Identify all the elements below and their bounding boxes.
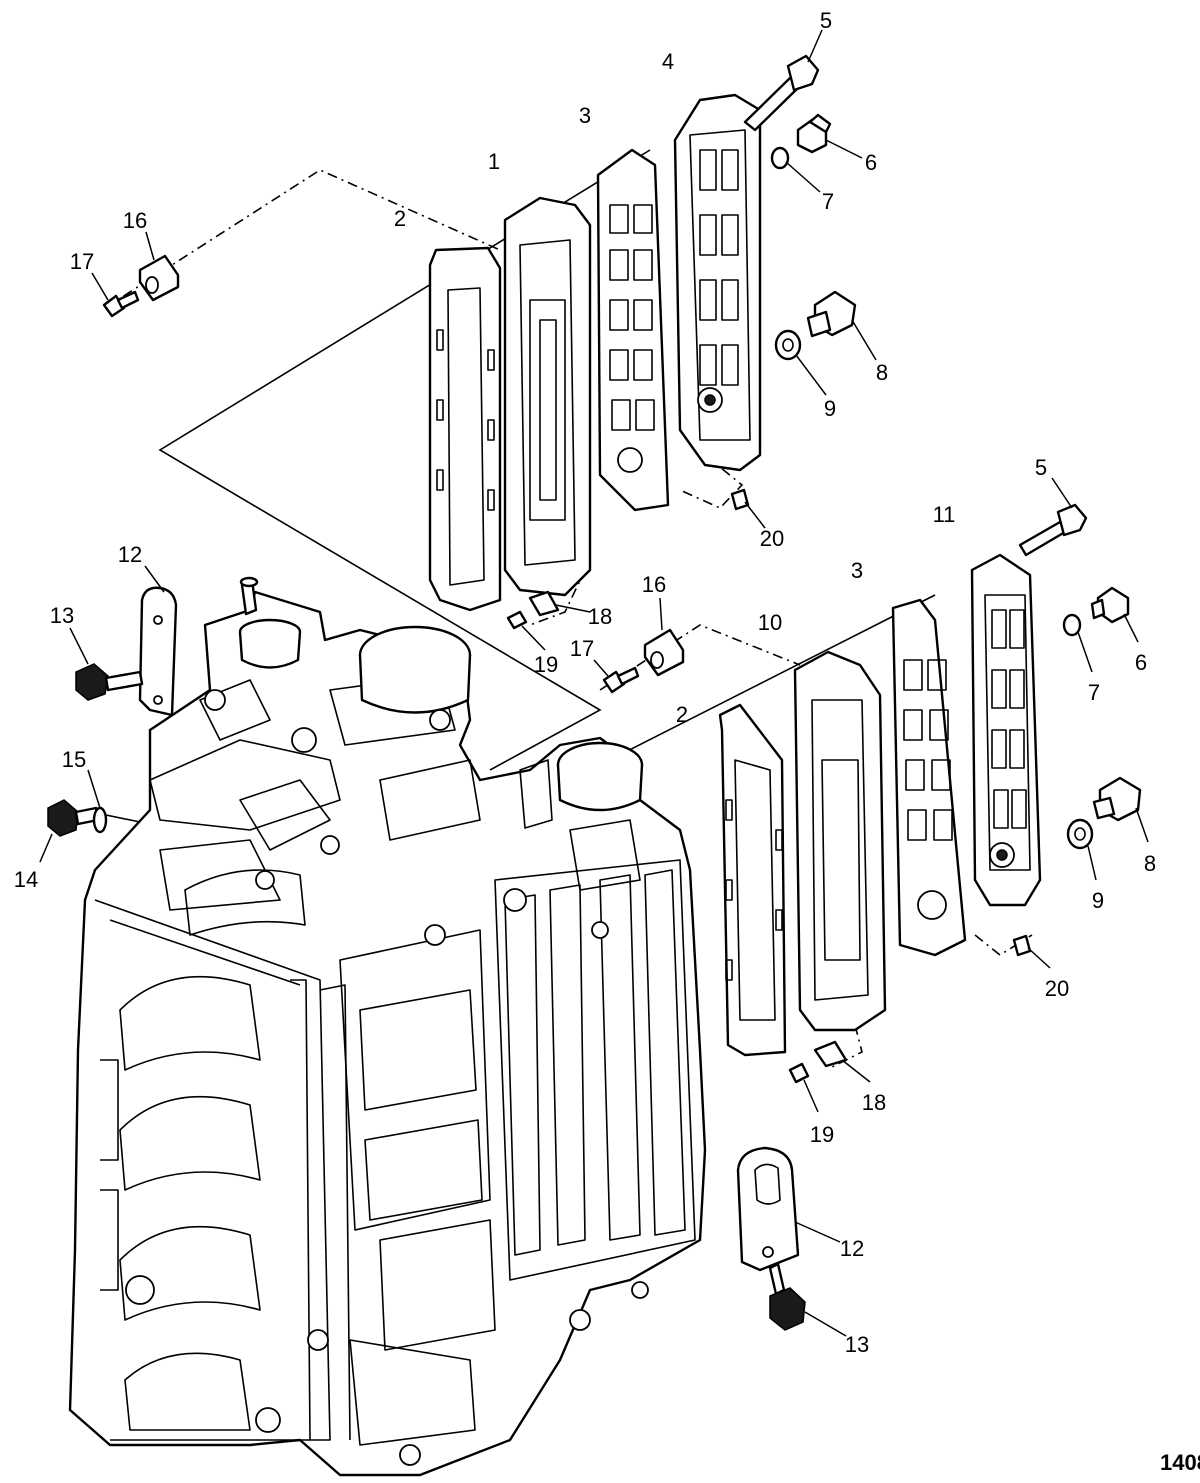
- callout-c15: 15: [62, 747, 86, 772]
- callout-c2a: 2: [394, 206, 406, 231]
- callout-c19b: 19: [810, 1122, 834, 1147]
- screw-17-lower: [593, 659, 640, 694]
- lift-bracket-12-lower: [736, 1146, 841, 1272]
- callout-c16b: 16: [642, 572, 666, 597]
- washer-7-upper: [770, 146, 821, 193]
- callout-c18b: 18: [862, 1090, 886, 1115]
- divider-plate-1: [503, 196, 592, 597]
- exhaust-cover-4: [673, 93, 762, 472]
- callout-c8a: 8: [876, 360, 888, 385]
- callout-c5a: 5: [820, 8, 832, 33]
- callout-c6b: 6: [1135, 650, 1147, 675]
- bolt-14: [39, 799, 100, 863]
- callout-c8b: 8: [1144, 851, 1156, 876]
- callout-c18a: 18: [588, 604, 612, 629]
- dowel-20-lower: [1012, 934, 1051, 969]
- bracket-18-lower: [813, 1040, 871, 1083]
- callout-c2b: 2: [676, 702, 688, 727]
- spacer-16-upper: [138, 231, 180, 302]
- bolt-13-upper: [69, 627, 144, 701]
- callout-c20b: 20: [1045, 976, 1069, 1001]
- callout-c12b: 12: [840, 1236, 864, 1261]
- bolt-13-lower: [768, 1262, 847, 1337]
- screw-19-upper: [506, 610, 546, 651]
- washer-15: [87, 769, 141, 834]
- callout-c10: 10: [758, 610, 782, 635]
- callout-c20a: 20: [760, 526, 784, 551]
- callout-c9b: 9: [1092, 888, 1104, 913]
- callout-c16a: 16: [123, 208, 147, 233]
- callout-c6a: 6: [865, 150, 877, 175]
- plug-8-lower: [1092, 776, 1149, 843]
- water-fitting: [239, 576, 259, 616]
- gasket-2-upper: [428, 246, 502, 612]
- washer-9-upper: [774, 329, 827, 396]
- bolt-5-upper: [743, 29, 823, 132]
- callout-c19a: 19: [534, 652, 558, 677]
- spacer-16-lower: [643, 597, 685, 677]
- callout-c14: 14: [14, 867, 38, 892]
- plug-6-lower: [1090, 586, 1139, 643]
- callout-c5b: 5: [1035, 455, 1047, 480]
- exhaust-cover-11: [970, 553, 1042, 907]
- gasket-3-lower: [891, 598, 967, 957]
- figure-number: 1408: [1160, 1450, 1200, 1475]
- callout-c13a: 13: [50, 603, 74, 628]
- callout-c12a: 12: [118, 542, 142, 567]
- callout-c11: 11: [933, 502, 956, 527]
- callout-c13b: 13: [845, 1332, 869, 1357]
- washer-9-lower: [1066, 818, 1097, 881]
- callout-c4: 4: [662, 49, 674, 74]
- callout-c1: 1: [488, 149, 500, 174]
- plug-8-upper: [806, 290, 877, 361]
- screw-19-lower: [788, 1062, 819, 1113]
- gasket-2-lower: [718, 703, 787, 1057]
- screw-17-upper: [91, 272, 140, 318]
- bracket-18-upper: [528, 590, 591, 617]
- lift-bracket-12-upper: [138, 565, 178, 717]
- callout-c3b: 3: [851, 558, 863, 583]
- callout-c7b: 7: [1088, 680, 1100, 705]
- bolt-5-lower: [1018, 477, 1088, 557]
- callout-c7a: 7: [822, 189, 834, 214]
- callout-c9a: 9: [824, 396, 836, 421]
- dowel-20-upper: [730, 488, 766, 529]
- cylinder-block: [68, 576, 707, 1477]
- plug-6-upper: [796, 113, 863, 159]
- callout-c3a: 3: [579, 103, 591, 128]
- callout-c17b: 17: [570, 636, 594, 661]
- gasket-3-upper: [596, 148, 670, 512]
- washer-7-lower: [1062, 613, 1093, 673]
- callout-c17a: 17: [70, 249, 94, 274]
- divider-plate-10: [793, 650, 887, 1032]
